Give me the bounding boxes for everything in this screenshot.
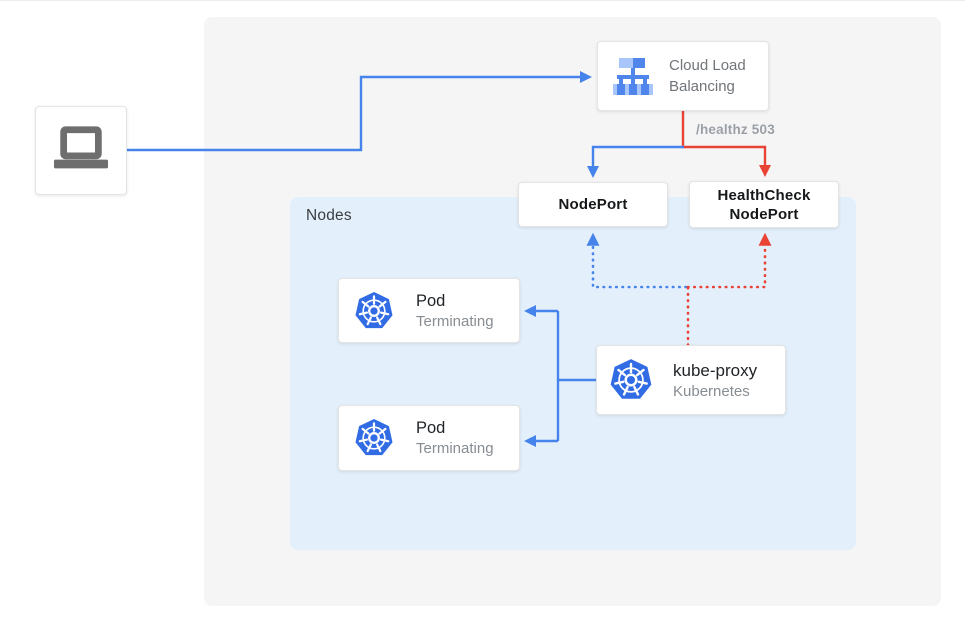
kube-proxy-subtitle: Kubernetes — [673, 382, 750, 400]
kubernetes-icon — [354, 418, 394, 458]
pod-card-1: Pod Terminating — [338, 278, 520, 343]
pod-status: Terminating — [416, 440, 494, 457]
kube-proxy-text: kube-proxy Kubernetes — [673, 359, 757, 402]
pod-card-1-text: Pod Terminating — [416, 290, 494, 332]
pod-title: Pod — [416, 419, 446, 437]
kubernetes-icon — [609, 358, 653, 402]
nodeport-label: NodePort — [558, 196, 628, 213]
cloud-load-balancing-card: Cloud Load Balancing — [597, 41, 769, 111]
healthz-status-label: /healthz 503 — [696, 122, 775, 137]
healthcheck-nodeport-label: HealthCheck NodePort — [717, 186, 811, 223]
kube-proxy-title: kube-proxy — [673, 360, 758, 380]
kube-proxy-card: kube-proxy Kubernetes — [596, 345, 786, 415]
kubernetes-icon — [354, 291, 394, 331]
cloud-load-balancing-label: Cloud Load Balancing — [669, 57, 746, 95]
nodeport-card: NodePort — [518, 182, 668, 227]
nodes-panel-label: Nodes — [306, 207, 352, 224]
pod-card-2-text: Pod Terminating — [416, 417, 494, 459]
healthcheck-nodeport-card: HealthCheck NodePort — [689, 181, 839, 228]
client-laptop-card — [35, 106, 127, 195]
pod-title: Pod — [416, 291, 446, 310]
pod-card-2: Pod Terminating — [338, 405, 520, 471]
laptop-icon — [50, 124, 112, 178]
pod-status: Terminating — [416, 312, 494, 330]
load-balancer-icon — [611, 56, 655, 96]
